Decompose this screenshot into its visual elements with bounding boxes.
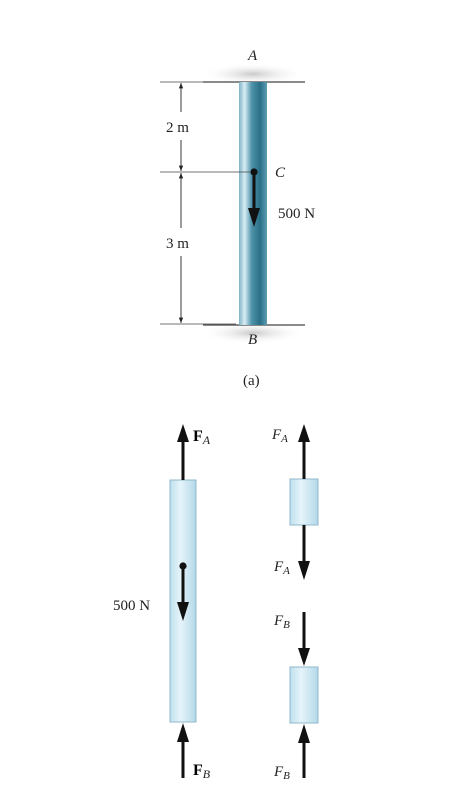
seg-lower-bottom-label: FB — [273, 764, 290, 782]
seg-upper-top-head — [298, 424, 310, 442]
fbd-load-label: 500 N — [113, 598, 150, 614]
seg-lower-bottom-sub: B — [283, 770, 290, 782]
label-c: C — [275, 165, 286, 181]
label-a: A — [247, 48, 258, 64]
seg-upper-bottom-sub: A — [282, 565, 290, 577]
top-support — [201, 63, 305, 85]
load-arrow-head — [248, 208, 260, 227]
seg-lower-top-main: F — [273, 613, 284, 629]
seg-upper-top-sub: A — [280, 433, 288, 445]
fbd-fb-label: FB — [193, 762, 211, 781]
fbd-fa-sub: A — [202, 433, 211, 447]
seg-upper-top-main: F — [271, 427, 282, 443]
fbd-fb-main: F — [193, 762, 203, 779]
fa-arrow-head — [177, 424, 189, 442]
load-label: 500 N — [278, 206, 315, 222]
figure-b: FA 500 N FB FA FA FB — [113, 424, 319, 782]
dim-label-2m: 2 m — [166, 120, 189, 136]
seg-upper-top-label: FA — [271, 427, 288, 445]
fb-arrow-head — [177, 723, 189, 742]
dim-label-3m: 3 m — [166, 236, 189, 252]
figure-a: A B C 500 N 2 m 3 m (a) — [160, 48, 315, 389]
segment-upper — [289, 478, 319, 526]
seg-lower-top-label: FB — [273, 613, 290, 631]
fbd-load-head — [177, 602, 189, 621]
seg-upper-bottom-head — [298, 561, 310, 580]
seg-upper-bottom-label: FA — [273, 559, 290, 577]
fbd-fb-sub: B — [203, 767, 211, 781]
fbd-fa-main: F — [193, 428, 203, 445]
caption-a: (a) — [243, 373, 260, 389]
seg-upper-bottom-main: F — [273, 559, 284, 575]
segment-lower — [289, 666, 319, 724]
seg-lower-bottom-main: F — [273, 764, 284, 780]
seg-lower-bottom-head — [298, 724, 310, 743]
bottom-support — [201, 322, 305, 344]
fbd-fa-label: FA — [193, 428, 211, 447]
label-b: B — [248, 332, 257, 348]
seg-lower-top-sub: B — [283, 619, 290, 631]
seg-lower-top-head — [298, 648, 310, 666]
